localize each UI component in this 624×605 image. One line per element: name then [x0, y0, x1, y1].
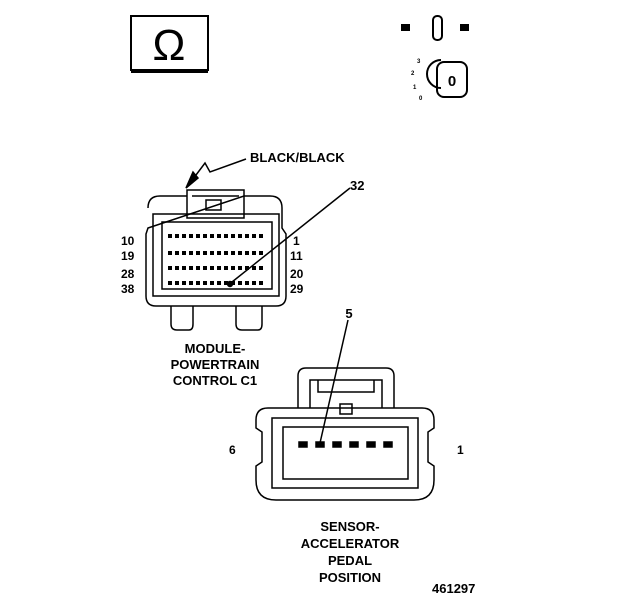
app-name-line: POSITION — [319, 570, 381, 585]
c1-pin-label-right: 20 — [290, 267, 304, 281]
c1-name-line: MODULE- — [185, 341, 246, 356]
app-pin-label-right: 1 — [457, 443, 464, 457]
ignition-switch-icon: 0 3 2 1 0 — [401, 15, 469, 102]
c1-pin-label-right: 11 — [290, 249, 303, 263]
key-position-3: 3 — [417, 59, 421, 65]
app-pin-label-left: 6 — [229, 443, 236, 457]
c1-pin-label-right: 29 — [290, 282, 304, 296]
figure-number: 461297 — [432, 581, 475, 596]
ohm-symbol: Ω — [153, 21, 186, 70]
app-pin-cavities — [298, 441, 393, 448]
c1-pin-label-left: 28 — [121, 267, 135, 281]
ohmmeter-icon: Ω — [130, 15, 209, 73]
c1-pin-label-left: 38 — [121, 282, 135, 296]
key-position-label: 0 — [448, 73, 456, 90]
app-name-line: ACCELERATOR — [301, 536, 400, 551]
key-position-0: 0 — [419, 96, 423, 102]
c1-pin-cavities — [168, 234, 266, 285]
app-sensor-connector — [255, 319, 435, 501]
c1-name-line: POWERTRAIN — [171, 357, 260, 372]
pcm-connector-c1 — [145, 158, 351, 331]
app-callout-pin: 5 — [345, 306, 352, 321]
app-name-line: SENSOR- — [320, 519, 379, 534]
c1-pin-label-left: 10 — [121, 234, 135, 248]
c1-pin-label-right: 1 — [293, 234, 300, 248]
c1-lock-label: BLACK/BLACK — [250, 150, 345, 165]
key-position-2: 2 — [411, 71, 415, 77]
key-position-1: 1 — [413, 85, 417, 91]
c1-name-line: CONTROL C1 — [173, 373, 257, 388]
c1-callout-pin: 32 — [350, 178, 364, 193]
c1-pin-label-left: 19 — [121, 249, 135, 263]
app-name-line: PEDAL — [328, 553, 372, 568]
